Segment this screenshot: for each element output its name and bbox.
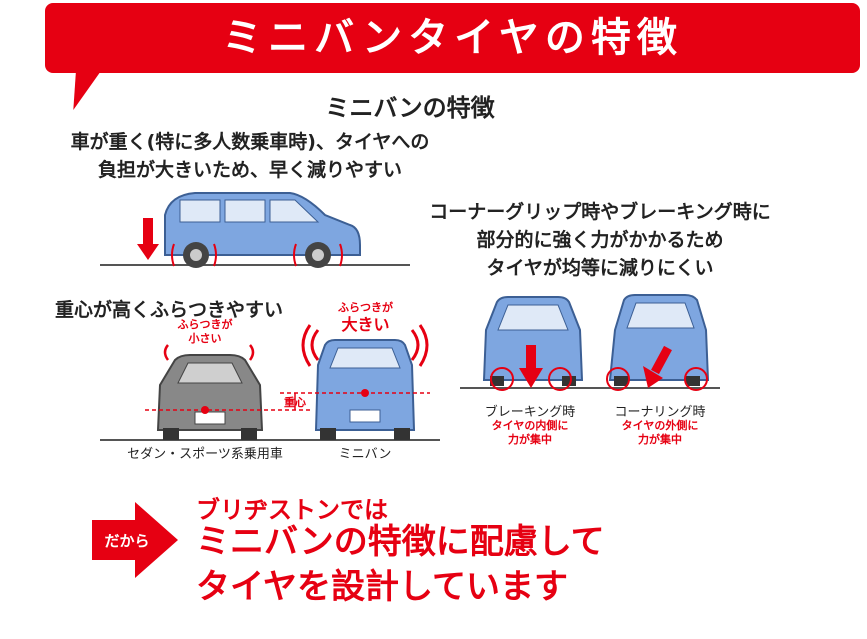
sedan-wobble-line1: ふらつきが xyxy=(177,318,233,331)
title-banner xyxy=(45,3,860,73)
cornering-note-line1: タイヤの外側に xyxy=(621,419,699,432)
cta-line3: タイヤを設計しています xyxy=(196,567,568,607)
minivan-front-illustration xyxy=(301,324,429,440)
dakara-label: だから xyxy=(104,532,150,550)
braking-minivan-illustration xyxy=(460,296,720,391)
page-title: ミニバンタイヤの特徴 xyxy=(222,15,683,61)
minivan-caption: ミニバン xyxy=(338,447,392,462)
cornering-label: コーナリング時 xyxy=(614,405,706,420)
sedan-wobble-label: ふらつきが 小さい xyxy=(170,318,240,346)
cta-line2: ミニバンの特徴に配慮して xyxy=(196,522,605,562)
section-subtitle: ミニバンの特徴 xyxy=(325,94,495,122)
center-of-gravity-label: 重心 xyxy=(284,396,306,409)
dakara-arrow xyxy=(92,502,178,578)
feature-heavy-line1: 車が重く(特に多人数乗車時)、タイヤへの xyxy=(70,131,430,153)
cornering-minivan-illustration xyxy=(606,294,710,391)
feature-heavy-line2: 負担が大きいため、早く減りやすい xyxy=(97,159,402,181)
feature-cornering-line3: タイヤが均等に減りにくい xyxy=(486,257,714,279)
minivan-wobble-line1: ふらつきが xyxy=(338,301,393,314)
braking-note-line2: 力が集中 xyxy=(508,433,552,446)
braking-label: ブレーキング時 xyxy=(484,405,576,420)
braking-note: タイヤの内側に 力が集中 xyxy=(470,419,590,447)
minivan-wobble-label: ふらつきが 大きい xyxy=(328,301,403,335)
sedan-caption: セダン・スポーツ系乗用車 xyxy=(127,447,283,462)
cta-line1: ブリヂストンでは xyxy=(196,496,388,524)
feature-wobble-heading: 重心が高くふらつきやすい xyxy=(55,299,284,321)
minivan-side-illustration xyxy=(100,192,410,268)
sedan-wobble-line2: 小さい xyxy=(188,332,222,345)
feature-cornering-line1: コーナーグリップ時やブレーキング時に xyxy=(429,201,771,223)
sedan-front-illustration xyxy=(100,344,440,441)
cornering-note-line2: 力が集中 xyxy=(638,433,682,446)
minivan-wobble-line2: 大きい xyxy=(341,315,390,334)
feature-cornering-line2: 部分的に強く力がかかるため xyxy=(476,229,724,251)
cornering-note: タイヤの外側に 力が集中 xyxy=(600,419,720,447)
feature-heavy-text: 車が重く(特に多人数乗車時)、タイヤへの 負担が大きいため、早く減りやすい xyxy=(40,128,460,184)
braking-note-line1: タイヤの内側に xyxy=(491,419,569,432)
feature-cornering-text: コーナーグリップ時やブレーキング時に 部分的に強く力がかかるため タイヤが均等に… xyxy=(415,198,785,282)
